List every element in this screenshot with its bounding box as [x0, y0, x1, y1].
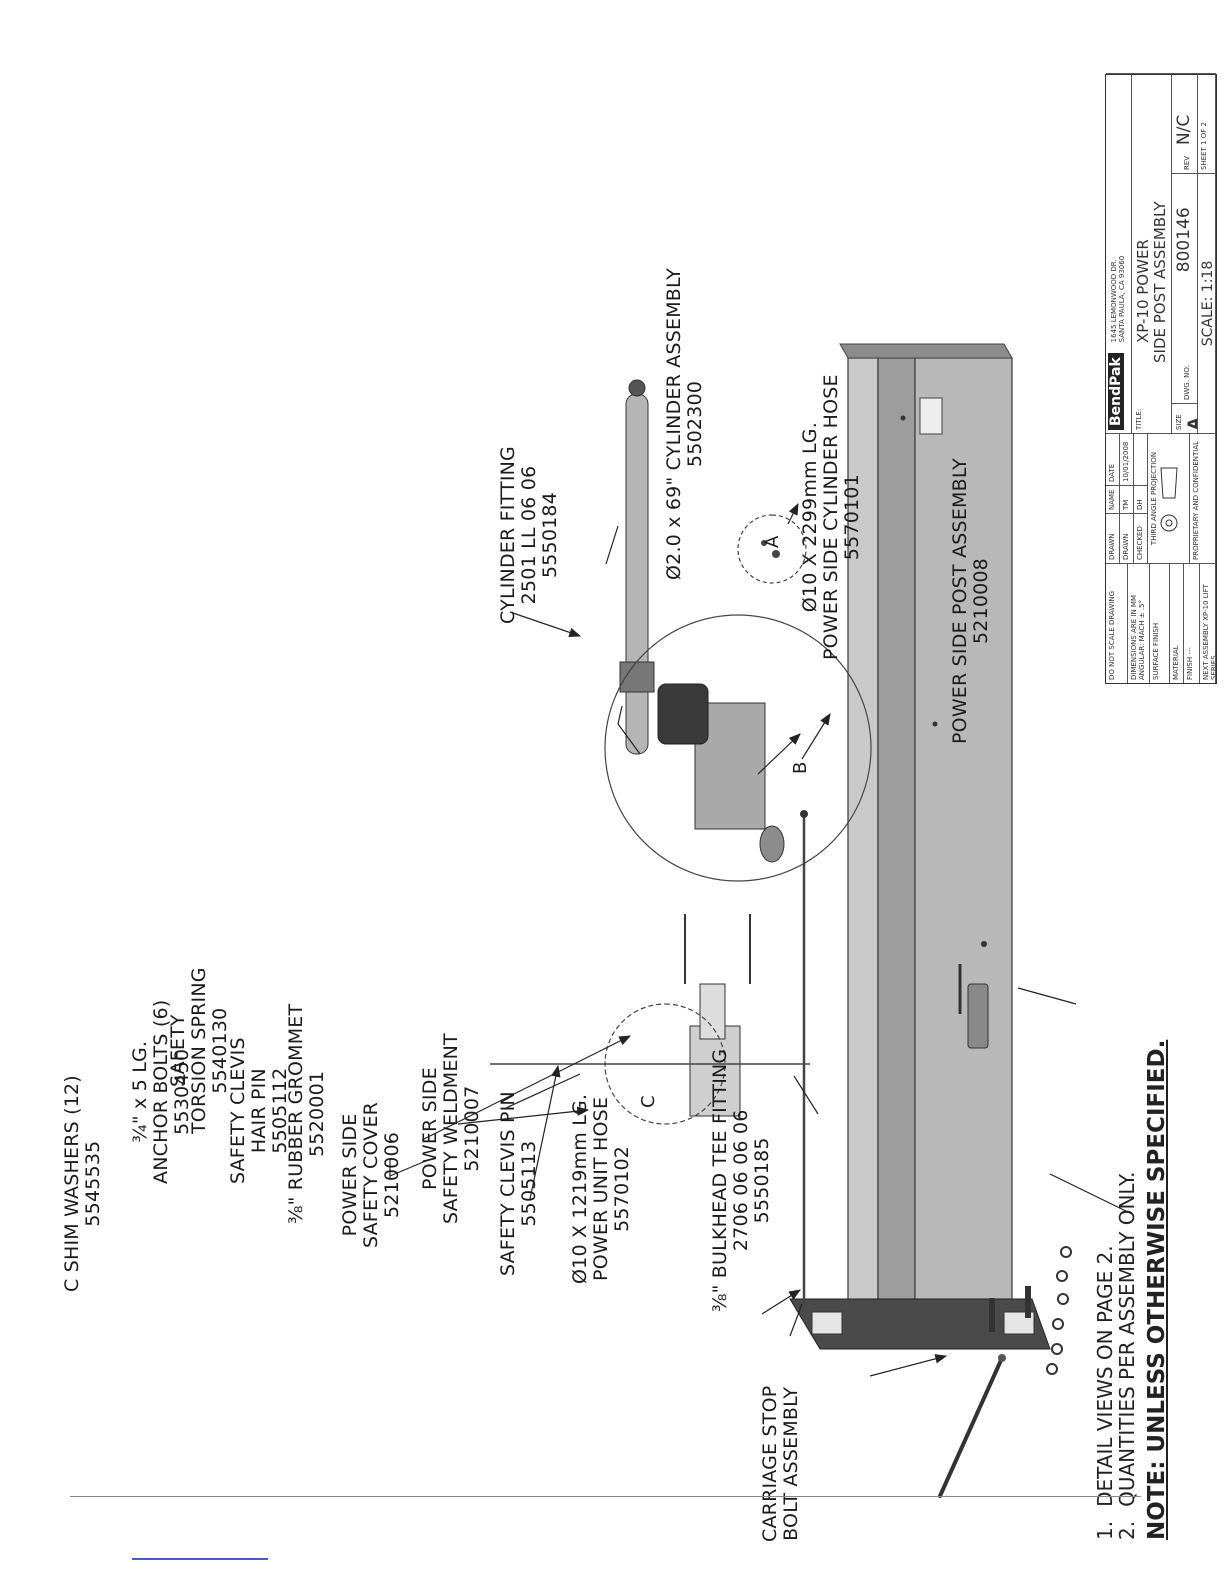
- anchor-bolts: [989, 1286, 1031, 1332]
- date-label: DATE: [1106, 433, 1120, 485]
- drawn-row: DRAWN: [1120, 513, 1134, 563]
- checked-name: DH: [1134, 485, 1148, 513]
- third-angle-symbol-icon: [1160, 468, 1178, 532]
- safety-assembly: [490, 914, 810, 1125]
- note-title: NOTE: UNLESS OTHERWISE SPECIFIED.: [1144, 1039, 1170, 1540]
- detail-letter-b: B: [790, 761, 811, 774]
- drawing-title-line-2: SIDE POST ASSEMBLY: [1151, 201, 1169, 363]
- dwg-no-cell: DWG. NO. 800146: [1172, 173, 1198, 403]
- size-cell: SIZEA: [1172, 403, 1198, 433]
- name-label: NAME: [1106, 485, 1120, 513]
- do-not-scale: DO NOT SCALE DRAWING: [1106, 563, 1128, 683]
- finish-cell: FINISH ---: [1184, 563, 1200, 683]
- proprietary-notice: PROPRIETARY AND CONFIDENTIAL: [1190, 433, 1216, 563]
- label-c-shim-washers: C SHIM WASHERS (12)5545535: [61, 1075, 104, 1292]
- drawn-date: 10/01/2008: [1120, 433, 1134, 485]
- title-block: DO NOT SCALE DRAWING DIMENSIONS ARE IN M…: [1105, 73, 1217, 684]
- label-anchor-bolts: ¾" x 5 LG.ANCHOR BOLTS (6)5530450: [129, 999, 193, 1184]
- leader-lines: [389, 502, 1133, 1377]
- detail-letter-a: A: [762, 535, 783, 548]
- label-cylinder-hose: Ø10 X 2299mm LG.POWER SIDE CYLINDER HOSE…: [799, 374, 863, 660]
- carriage-stop-bolt: [938, 1354, 1006, 1498]
- next-assembly: NEXT ASSEMBLY XP-10 LIFT SERIES: [1200, 563, 1216, 683]
- detail-letter-c: C: [638, 1095, 659, 1108]
- cylinder-hose: [800, 810, 808, 1304]
- drawn-name: TM: [1120, 485, 1134, 513]
- cylinder-assembly: [619, 379, 655, 755]
- drawn-label: DRAWN: [1106, 513, 1120, 563]
- checked-date: [1134, 433, 1148, 485]
- company-cell: BendPak 1645 LEMONWOOD DR.SANTA PAULA, C…: [1106, 73, 1132, 433]
- detail-circle-a: [737, 514, 807, 584]
- shim-washers: [1046, 1246, 1072, 1375]
- title-cell: TITLE: XP-10 POWER SIDE POST ASSEMBLY: [1132, 73, 1172, 433]
- rev-cell: REV N/C: [1172, 73, 1198, 173]
- notes-block: 1.DETAIL VIEWS ON PAGE 2. 2.QUANTITIES P…: [1093, 1039, 1170, 1540]
- drawing-title-line-1: XP-10 POWER: [1134, 239, 1152, 343]
- footer-divider: [70, 1496, 1141, 1497]
- note-item: 1.DETAIL VIEWS ON PAGE 2.: [1093, 1245, 1117, 1540]
- checked-label: CHECKED: [1134, 513, 1148, 563]
- finish-note: SURFACE FINISH: [1150, 563, 1170, 683]
- post-base-plate: [789, 1298, 1051, 1350]
- exploded-assembly-drawing: [389, 343, 1133, 1498]
- scale-cell: SCALE: 1:18: [1198, 173, 1216, 433]
- material-label: MATERIAL: [1170, 563, 1184, 683]
- note-item: 2.QUANTITIES PER ASSEMBLY ONLY.: [1115, 1171, 1139, 1540]
- sheet-cell: SHEET 1 OF 2: [1198, 73, 1216, 173]
- bendpak-logo: BendPak: [1108, 353, 1124, 430]
- projection-cell: THIRD ANGLE PROJECTION: [1148, 433, 1190, 563]
- footer-link-underline[interactable]: [132, 1558, 268, 1560]
- detail-circle-b: [604, 614, 872, 882]
